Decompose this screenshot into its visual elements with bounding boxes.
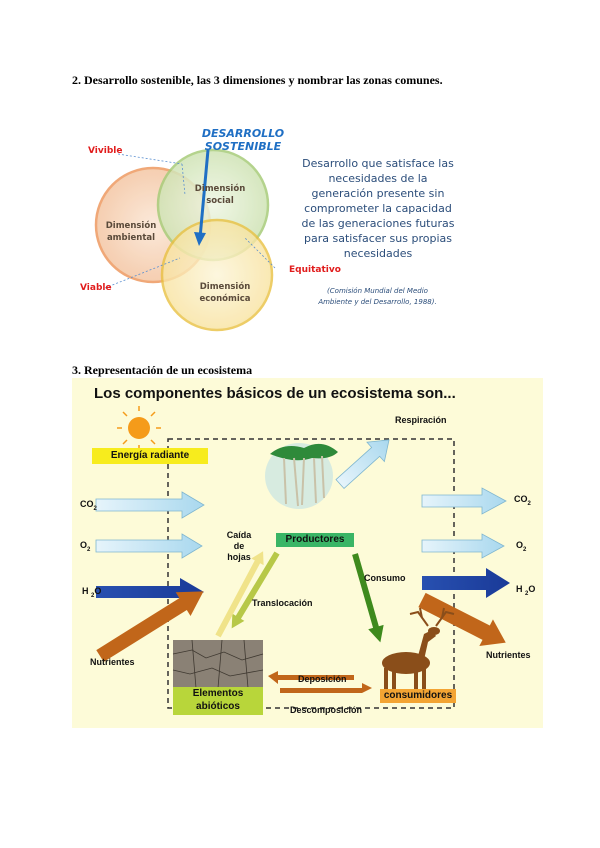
h2o-in-label: H 2O — [82, 586, 102, 599]
descomposicion-arrow — [280, 683, 372, 693]
question-2-title: 2. Desarrollo sostenible, las 3 dimensio… — [72, 73, 443, 87]
respiration-arrow — [335, 439, 390, 490]
deposicion-arrow — [268, 671, 354, 684]
nutrientes-in-label: Nutrientes — [90, 657, 135, 667]
zone-equitativo: Equitativo — [289, 265, 341, 275]
circle-economica — [160, 218, 274, 332]
desarrollo-sostenible-label: DESARROLLO SOSTENIBLE — [201, 127, 285, 153]
translocacion-arrow — [215, 551, 264, 638]
ecosystem-panel: Los componentes básicos de un ecosistema… — [72, 378, 543, 728]
h2o-in-arrow — [96, 578, 204, 606]
caida-hojas-arrow — [231, 551, 280, 629]
co2-out-arrow — [421, 487, 507, 515]
sun-icon — [117, 406, 161, 450]
definition-citation: (Comisión Mundial del Medio Ambiente y d… — [318, 287, 437, 306]
o2-in-label: O2 — [80, 540, 91, 553]
nutrientes-out-label: Nutrientes — [486, 650, 531, 660]
consumo-label: Consumo — [364, 573, 406, 583]
question-3-title: 3. Representación de un ecosistema — [72, 363, 253, 377]
co2-in-label: CO2 — [80, 499, 97, 512]
deposicion-label: Deposición — [298, 674, 347, 684]
zone-vivible: Vivible — [88, 146, 123, 156]
ecosystem-graphics — [95, 406, 510, 709]
productores-box: Productores — [276, 533, 354, 547]
descomposicion-label: Descomposición — [290, 705, 363, 715]
elementos-abioticos-box: Elementos abióticos — [173, 687, 263, 715]
ecosystem-title: Los componentes básicos de un ecosistema… — [94, 385, 456, 402]
co2-in-arrow — [95, 491, 205, 519]
respiracion-label: Respiración — [395, 415, 447, 425]
trees-icon — [265, 443, 338, 509]
nutrients-out-arrow — [418, 592, 506, 647]
dimension-economica-label: Dimensión económica — [199, 282, 251, 304]
dimension-social-label: Dimensión social — [194, 184, 246, 206]
translocacion-label: Translocación — [252, 598, 313, 608]
h2o-out-label: H 2O — [516, 584, 536, 597]
o2-out-label: O2 — [516, 540, 527, 553]
o2-out-arrow — [421, 533, 505, 559]
venn-diagram — [94, 148, 276, 332]
h2o-out-arrow — [422, 568, 510, 598]
o2-in-arrow — [95, 533, 203, 559]
zone-viable: Viable — [80, 283, 112, 293]
cracked-soil-icon — [172, 639, 264, 689]
nutrients-in-arrow — [96, 591, 204, 662]
energia-radiante-box: Energía radiante — [92, 448, 208, 464]
deer-icon — [382, 607, 455, 690]
definition-text: Desarrollo que satisface las necesidades… — [301, 157, 455, 260]
consumidores-box: consumidores — [380, 689, 456, 703]
consumo-arrow — [352, 553, 384, 643]
co2-out-label: CO2 — [514, 494, 531, 507]
caida-hojas-label: Caída de hojas — [226, 530, 252, 562]
dimension-ambiental-label: Dimensión ambiental — [105, 221, 157, 243]
